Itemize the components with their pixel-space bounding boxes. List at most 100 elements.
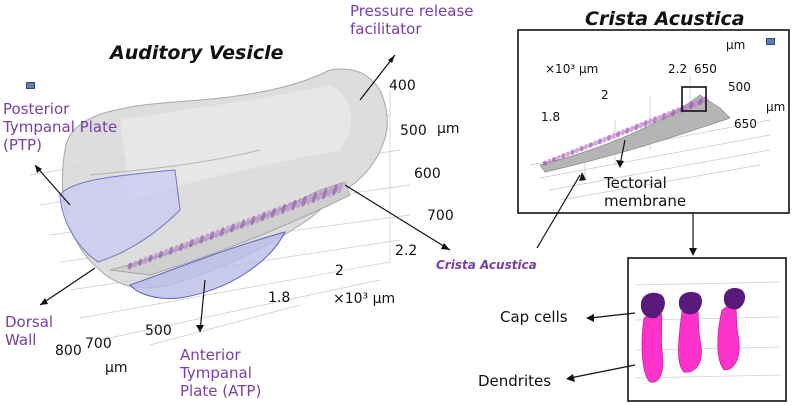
crista-cell bbox=[153, 252, 159, 261]
crista-cell bbox=[234, 221, 241, 231]
dendrite-2 bbox=[678, 304, 702, 373]
crista-panel-cell bbox=[551, 156, 557, 162]
crista-cell bbox=[224, 225, 230, 235]
crista-panel-cell bbox=[629, 125, 635, 132]
crista-cell bbox=[286, 201, 292, 213]
crista-cell bbox=[178, 242, 184, 251]
crista-panel-cell bbox=[638, 121, 644, 129]
atp-plate bbox=[129, 231, 286, 299]
y-tick-700: 700 bbox=[427, 208, 454, 224]
crista-cell bbox=[321, 188, 328, 200]
crista-cell bbox=[296, 197, 302, 209]
crista-panel-cell bbox=[693, 99, 699, 108]
ptp-plate bbox=[59, 169, 181, 263]
x-tick-2: 2 bbox=[335, 263, 344, 279]
main-title: Auditory Vesicle bbox=[110, 42, 284, 64]
y-tick-600: 600 bbox=[414, 166, 441, 182]
crista-panel-cell bbox=[547, 158, 552, 164]
crista-panel-cell bbox=[620, 129, 626, 136]
crista-cell bbox=[173, 244, 179, 253]
crista-cell bbox=[158, 250, 164, 259]
crista-cell bbox=[265, 209, 272, 220]
y-unit: μm bbox=[437, 121, 460, 137]
crista-panel-cell bbox=[588, 142, 594, 148]
cap-cells-label: Cap cells bbox=[500, 308, 568, 326]
x-tick-2-2: 2.2 bbox=[395, 243, 418, 259]
crista-cell bbox=[163, 248, 169, 257]
crista-zoom-box bbox=[681, 86, 707, 112]
detail-pointers bbox=[569, 312, 636, 379]
crista-cell bbox=[194, 237, 200, 246]
crista-panel-cell bbox=[675, 107, 680, 115]
crista-y-tick-top: 650 bbox=[694, 62, 717, 76]
crista-panel-cell bbox=[574, 147, 580, 154]
crista-panel-cell bbox=[570, 149, 575, 155]
crista-cell bbox=[204, 233, 210, 242]
ptp-label: Posterior Tympanal Plate (PTP) bbox=[3, 100, 118, 154]
crista-cell bbox=[188, 239, 195, 248]
crista-x-unit: ×10³ μm bbox=[545, 62, 599, 76]
crista-panel-cell bbox=[684, 103, 690, 111]
crista-cell bbox=[183, 241, 189, 250]
cap-cell-2 bbox=[678, 292, 703, 315]
z-unit: μm bbox=[105, 360, 128, 376]
crista-x-tick-2: 2 bbox=[601, 88, 609, 102]
crista-panel-cell bbox=[583, 144, 589, 150]
vesicle-fold bbox=[89, 149, 261, 176]
crista-panel-cell bbox=[643, 120, 648, 127]
crista-cell bbox=[245, 217, 251, 227]
crista-cell bbox=[301, 196, 307, 207]
crista-cell bbox=[199, 235, 205, 244]
crista-cell bbox=[337, 182, 343, 194]
crista-panel-cell bbox=[670, 109, 676, 117]
window-icon[interactable] bbox=[26, 82, 35, 89]
crista-cells bbox=[127, 182, 343, 270]
x-tick-1-8: 1.8 bbox=[268, 290, 291, 306]
crista-cell bbox=[148, 254, 153, 263]
crista-cell bbox=[168, 246, 174, 255]
crista-panel-cell bbox=[624, 127, 630, 134]
y-tick-400: 400 bbox=[389, 78, 416, 94]
z-tick-500: 500 bbox=[145, 323, 172, 339]
crista-cell bbox=[306, 194, 313, 205]
crista-x-tick-1-8: 1.8 bbox=[541, 110, 561, 124]
panel-window-icon[interactable] bbox=[766, 38, 775, 45]
crista-cell bbox=[280, 203, 287, 215]
dendrite-1 bbox=[641, 309, 664, 383]
pressure-release-label: Pressure release facilitator bbox=[350, 2, 474, 38]
crista-panel-cell bbox=[611, 133, 616, 139]
crista-panel-cell bbox=[688, 101, 694, 110]
crista-cell bbox=[240, 219, 246, 229]
crista-panel-cell bbox=[602, 136, 607, 143]
dendrites-label: Dendrites bbox=[478, 372, 552, 390]
cap-cell-3 bbox=[723, 288, 746, 310]
atp-label: Anterior Tympanal Plate (ATP) bbox=[180, 346, 262, 400]
vesicle-shading bbox=[120, 85, 351, 200]
z-tick-700: 700 bbox=[85, 336, 112, 352]
z-tick-800: 800 bbox=[55, 343, 82, 359]
crista-cell bbox=[250, 215, 256, 226]
crista-x-tick-2-2: 2.2 bbox=[668, 62, 688, 76]
x-unit: ×10³ μm bbox=[333, 291, 396, 307]
crista-cell bbox=[127, 262, 133, 270]
crista-panel-cell bbox=[647, 118, 653, 125]
crista-cell bbox=[291, 199, 297, 211]
crista-panel-title: Crista Acustica bbox=[585, 8, 745, 30]
crista-panel-cell bbox=[579, 145, 584, 152]
crista-panel-cell bbox=[561, 153, 566, 159]
crista-panel-cell bbox=[542, 160, 548, 166]
y-tick-500: 500 bbox=[400, 123, 427, 139]
main-arrowheads bbox=[35, 55, 450, 332]
crista-cell bbox=[137, 258, 143, 266]
crista-cell bbox=[275, 205, 282, 216]
crista-cell bbox=[316, 190, 323, 202]
cap-cell-1 bbox=[640, 292, 665, 319]
crista-y-tick-500: 500 bbox=[728, 80, 751, 94]
main-pointers bbox=[34, 54, 451, 333]
crista-cell bbox=[260, 211, 266, 222]
crista-cell bbox=[255, 213, 261, 224]
crista-label: Crista Acustica bbox=[436, 258, 537, 272]
crista-panel-cell bbox=[661, 112, 667, 120]
crista-cell bbox=[132, 260, 138, 268]
